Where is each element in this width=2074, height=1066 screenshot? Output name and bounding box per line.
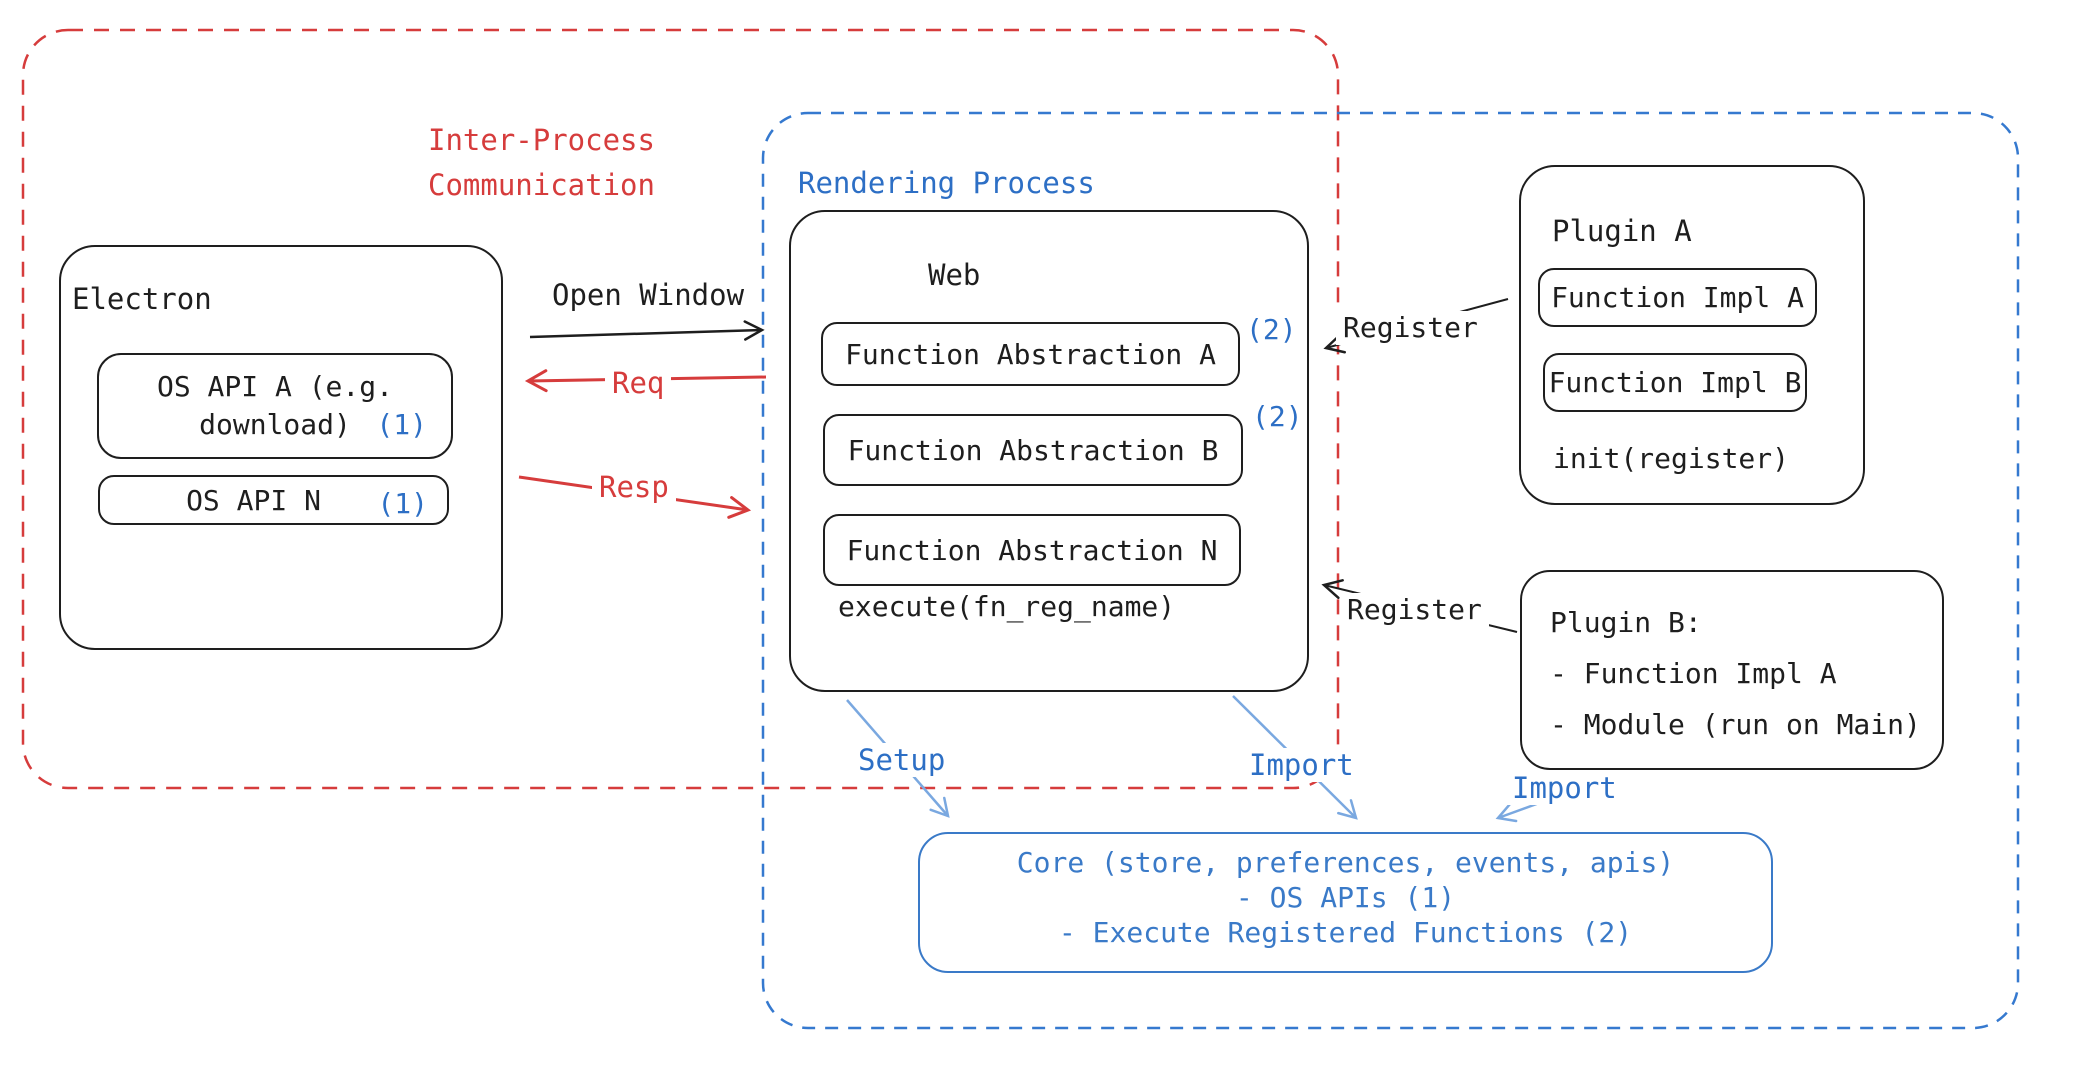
os-api-a-label-line1: OS API A (e.g.	[156, 370, 393, 403]
plugin-b-item-module: - Module (run on Main)	[1550, 708, 1921, 741]
os-api-n-label: OS API N	[186, 483, 321, 517]
plugin-b-item-impl-a: - Function Impl A	[1550, 657, 1837, 690]
function-impl-b-label: Function Impl B	[1548, 366, 1802, 399]
core-line-2: - OS APIs (1)	[1235, 881, 1456, 914]
fn-abstraction-a-box: Function Abstraction A	[821, 322, 1240, 386]
register-plugin-b-label: Register	[1340, 593, 1489, 627]
fn-abstraction-a-label: Function Abstraction A	[845, 337, 1216, 371]
fn-abstraction-n-label: Function Abstraction N	[846, 533, 1218, 567]
open-window-label: Open Window	[552, 278, 745, 312]
ipc-title: Inter-Process Communication	[428, 118, 655, 208]
os-api-a-box: OS API A (e.g. download) (1)	[97, 353, 453, 459]
os-api-n-ref-badge: (1)	[377, 487, 428, 520]
os-api-n-box: OS API N (1)	[98, 475, 449, 525]
function-impl-b-box: Function Impl B	[1543, 353, 1807, 412]
setup-label: Setup	[851, 743, 953, 777]
fn-abstraction-b-ref-badge: (2)	[1252, 400, 1303, 433]
plugin-b-title: Plugin B:	[1550, 606, 1702, 639]
import-plugin-b-label: Import	[1505, 771, 1624, 805]
electron-title: Electron	[72, 282, 212, 316]
function-impl-a-box: Function Impl A	[1538, 268, 1817, 327]
req-label: Req	[605, 366, 672, 400]
os-api-a-ref-badge: (1)	[376, 408, 427, 441]
rendering-process-title: Rendering Process	[798, 166, 1095, 200]
core-line-3: - Execute Registered Functions (2)	[1058, 916, 1633, 949]
init-register-label: init(register)	[1553, 442, 1790, 475]
register-plugin-a-label: Register	[1336, 311, 1485, 345]
ipc-title-line1: Inter-Process	[428, 123, 655, 157]
core-box: Core (store, preferences, events, apis) …	[918, 832, 1773, 973]
web-title: Web	[928, 258, 981, 292]
fn-abstraction-b-box: Function Abstraction B	[823, 414, 1243, 486]
core-line-1: Core (store, preferences, events, apis)	[1016, 846, 1675, 879]
fn-abstraction-a-ref-badge: (2)	[1246, 313, 1297, 346]
ipc-title-line2: Communication	[428, 168, 655, 202]
fn-abstraction-b-label: Function Abstraction B	[847, 433, 1219, 467]
os-api-a-label-line2: download)	[199, 408, 351, 441]
execute-label: execute(fn_reg_name)	[838, 590, 1176, 623]
open-window-arrow	[529, 320, 765, 341]
resp-label: Resp	[592, 470, 676, 504]
function-impl-a-label: Function Impl A	[1551, 281, 1804, 314]
fn-abstraction-n-box: Function Abstraction N	[823, 514, 1241, 586]
plugin-a-title: Plugin A	[1552, 214, 1692, 248]
import-web-label: Import	[1242, 748, 1361, 782]
